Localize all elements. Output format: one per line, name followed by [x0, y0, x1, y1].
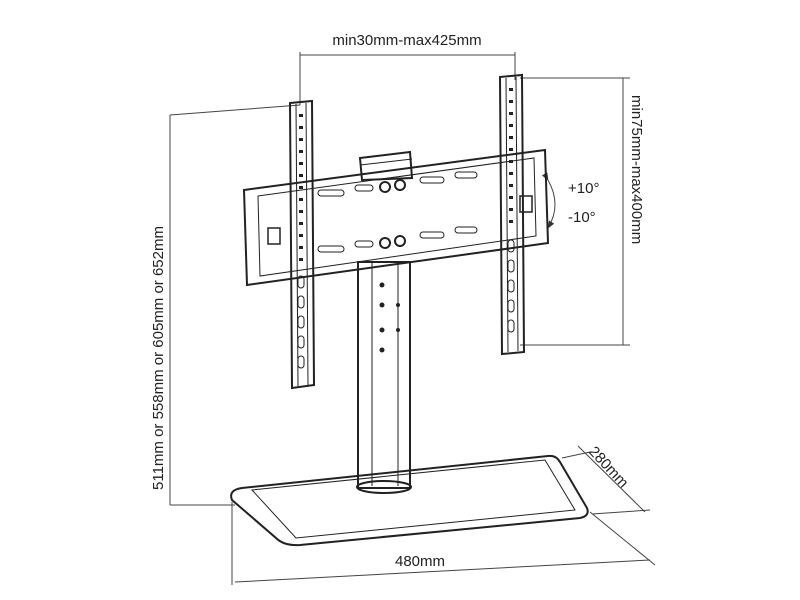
horizontal-mount-plate [242, 148, 550, 287]
column-top-cap [358, 150, 414, 182]
base-plate [230, 454, 589, 547]
right-height-dimension: min75mm-max400mm [520, 77, 645, 346]
support-column [356, 261, 412, 494]
tilt-down-label: -10° [568, 209, 596, 226]
tilt-indicator: +10° -10° [541, 172, 599, 229]
tilt-up-label: +10° [568, 180, 599, 197]
base-depth-label: 280mm [585, 443, 632, 491]
left-height-dimension: 511mm or 558mm or 605mm or 652mm [150, 104, 301, 506]
right-vertical-arm [498, 73, 526, 356]
top-width-dimension: min30mm-max425mm [299, 32, 516, 105]
left-height-label: 511mm or 558mm or 605mm or 652mm [150, 226, 167, 490]
base-width-label: 480mm [395, 553, 445, 570]
right-height-label: min75mm-max400mm [628, 95, 645, 244]
base-depth-dimension: 280mm [561, 443, 651, 515]
top-width-label: min30mm-max425mm [332, 32, 481, 49]
base-width-dimension: 480mm [231, 502, 656, 585]
left-vertical-arm [288, 99, 316, 390]
